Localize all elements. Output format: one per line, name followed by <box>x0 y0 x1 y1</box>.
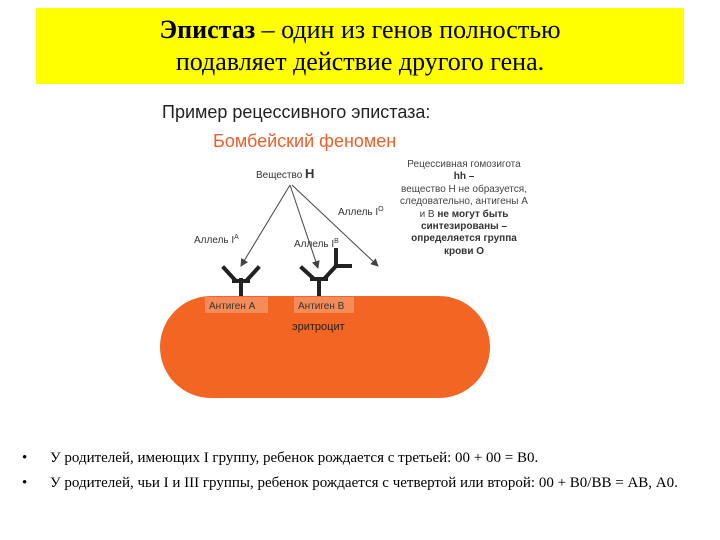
title-term: Эпистаз <box>159 15 256 44</box>
antigen-b-glyph <box>299 248 352 299</box>
bullet-item: У родителей, чьи I и III группы, ребенок… <box>22 474 692 493</box>
arrow-to-allele-b <box>289 184 320 269</box>
substance-h-label: Вещество H <box>256 166 314 181</box>
erythrocyte-label: эритроцит <box>292 321 345 333</box>
hh-explanation-note: Рецессивная гомозигота hh –вещество Н не… <box>400 159 528 257</box>
antigen-a-glyph <box>221 265 261 299</box>
antigen-a-box: Антиген А <box>205 297 268 313</box>
diagram-title: Пример рецессивного эпистаза: <box>162 102 431 122</box>
title-banner: Эпистаз – один из генов полностью подавл… <box>36 8 684 84</box>
antigen-b-box: Антиген В <box>294 297 354 313</box>
bullet-list: У родителей, имеющих I группу, ребенок р… <box>22 449 692 499</box>
allele-a-label: Аллель IA <box>194 234 239 246</box>
bullet-item: У родителей, имеющих I группу, ребенок р… <box>22 449 692 468</box>
title-line-1-rest: – один из генов полностью <box>255 15 561 44</box>
allele-o-label: Аллель IO <box>338 206 384 218</box>
title-line-2: подавляет действие другого гена. <box>175 47 545 76</box>
arrow-to-allele-o <box>291 184 379 267</box>
erythrocyte-cell <box>160 296 490 398</box>
arrow-to-allele-a <box>240 184 291 267</box>
diagram-subtitle: Бомбейский феномен <box>213 131 397 151</box>
antigen-a-label: Антиген А <box>209 301 256 312</box>
antigen-b-label: Антиген В <box>298 301 345 312</box>
allele-b-label: Аллель IB <box>294 238 339 250</box>
title-line-1: Эпистаз – один из генов полностью <box>159 14 560 46</box>
